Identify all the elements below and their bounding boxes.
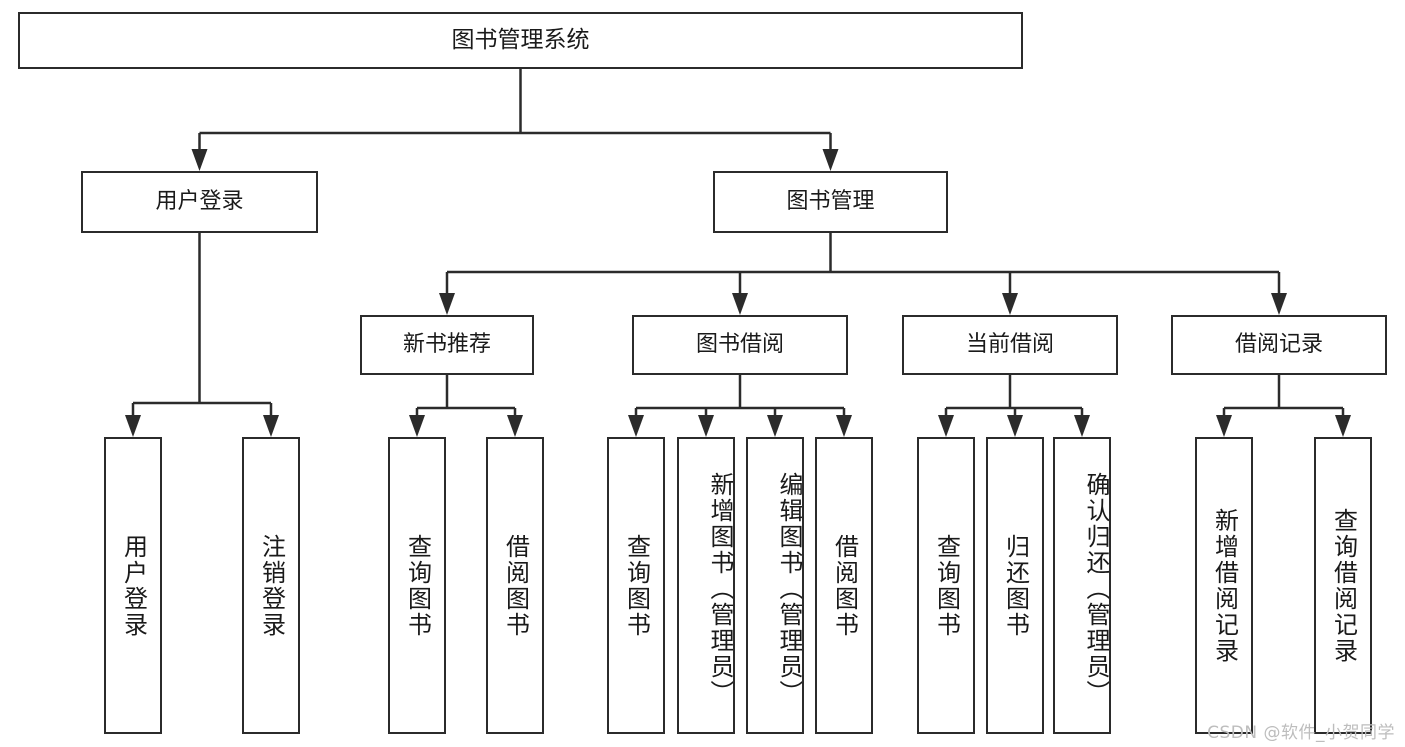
node-label: 新增图书（管理员） <box>706 471 734 706</box>
node-label: 借阅记录 <box>1234 331 1323 357</box>
arrowhead-icon <box>1002 293 1018 315</box>
node-label: 用户登录 <box>119 533 148 638</box>
node-l-bb-add: 新增图书（管理员） <box>677 437 735 734</box>
node-n-new-book-rec: 新书推荐 <box>360 315 534 375</box>
arrowhead-icon <box>263 415 279 437</box>
node-l-cb-confirm: 确认归还（管理员） <box>1053 437 1111 734</box>
node-label: 图书管理系统 <box>451 26 590 53</box>
node-l-bb-borrow: 借阅图书 <box>815 437 873 734</box>
node-label: 新增借阅记录 <box>1210 507 1239 664</box>
node-label: 查询图书 <box>932 533 961 638</box>
arrowhead-icon <box>822 149 839 171</box>
node-label: 查询借阅记录 <box>1329 507 1358 664</box>
node-n-book-manage: 图书管理 <box>713 171 948 233</box>
node-label: 借阅图书 <box>830 533 859 638</box>
node-l-user-logout: 注销登录 <box>242 437 300 734</box>
node-label: 注销登录 <box>257 533 286 638</box>
node-n-borrow-record: 借阅记录 <box>1171 315 1387 375</box>
arrowhead-icon <box>628 415 644 437</box>
node-root: 图书管理系统 <box>18 12 1023 69</box>
arrowhead-icon <box>1007 415 1023 437</box>
arrowhead-icon <box>439 293 455 315</box>
arrowhead-icon <box>1074 415 1090 437</box>
node-l-bb-query: 查询图书 <box>607 437 665 734</box>
node-l-user-login: 用户登录 <box>104 437 162 734</box>
arrowhead-icon <box>698 415 714 437</box>
node-l-br-query: 查询借阅记录 <box>1314 437 1372 734</box>
node-n-current-borrow: 当前借阅 <box>902 315 1118 375</box>
node-label: 当前借阅 <box>965 331 1054 357</box>
node-l-cb-return: 归还图书 <box>986 437 1044 734</box>
node-label: 编辑图书（管理员） <box>775 471 803 706</box>
arrowhead-icon <box>732 293 748 315</box>
arrowhead-icon <box>507 415 523 437</box>
node-n-user-login: 用户登录 <box>81 171 318 233</box>
arrowhead-icon <box>1335 415 1351 437</box>
node-n-book-borrow: 图书借阅 <box>632 315 848 375</box>
node-label: 归还图书 <box>1001 533 1030 638</box>
node-label: 新书推荐 <box>402 331 491 357</box>
node-label: 图书借阅 <box>695 331 784 357</box>
node-label: 确认归还（管理员） <box>1082 471 1110 706</box>
arrowhead-icon <box>191 149 208 171</box>
node-l-rec-query: 查询图书 <box>388 437 446 734</box>
arrowhead-icon <box>1216 415 1232 437</box>
node-l-br-add: 新增借阅记录 <box>1195 437 1253 734</box>
arrowhead-icon <box>125 415 141 437</box>
arrowhead-icon <box>1271 293 1287 315</box>
node-label: 借阅图书 <box>501 533 530 638</box>
arrowhead-icon <box>938 415 954 437</box>
node-l-cb-query: 查询图书 <box>917 437 975 734</box>
node-label: 图书管理 <box>786 188 875 214</box>
node-l-bb-edit: 编辑图书（管理员） <box>746 437 804 734</box>
arrowhead-icon <box>767 415 783 437</box>
node-label: 查询图书 <box>403 533 432 638</box>
arrowhead-icon <box>409 415 425 437</box>
node-l-rec-borrow: 借阅图书 <box>486 437 544 734</box>
node-label: 查询图书 <box>622 533 651 638</box>
node-label: 用户登录 <box>155 188 244 214</box>
arrowhead-icon <box>836 415 852 437</box>
